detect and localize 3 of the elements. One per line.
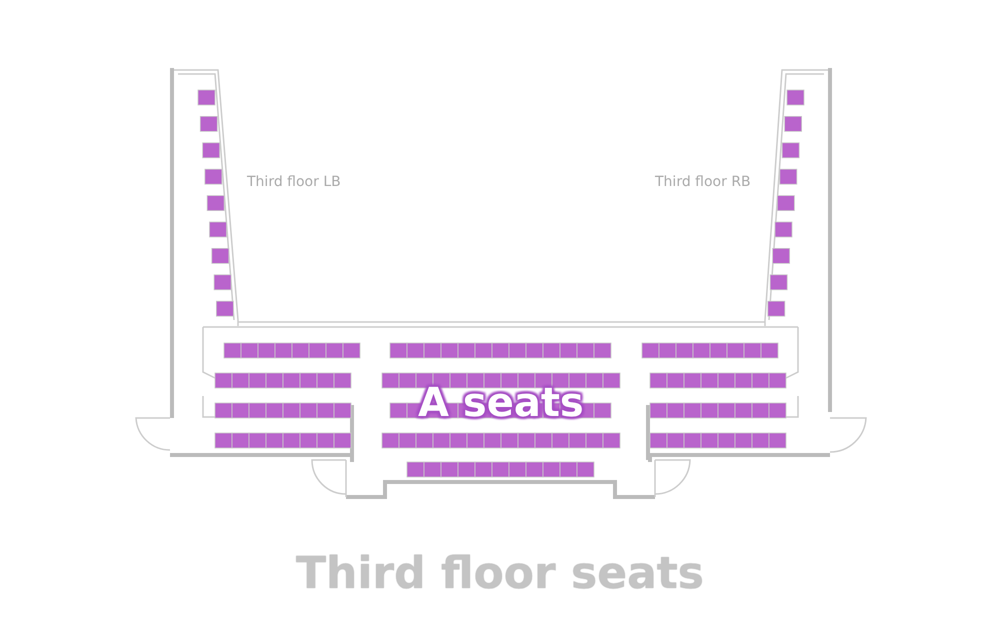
plan-title: Third floor seats: [296, 548, 704, 599]
area-label: Third floor LB: [247, 174, 341, 190]
area-label: Third floor RB: [655, 174, 751, 190]
